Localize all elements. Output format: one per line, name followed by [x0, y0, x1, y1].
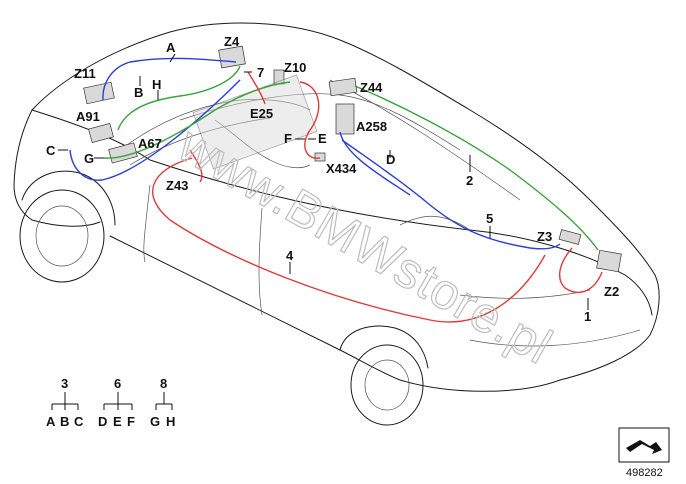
watermark-text: www.BMWstore.pl	[169, 116, 562, 375]
module-z4	[218, 45, 246, 69]
module-z3	[558, 229, 582, 245]
label-Z2: Z2	[604, 284, 619, 299]
rear-wheel-rim	[364, 359, 410, 411]
label-E25: E25	[250, 106, 273, 121]
front-bumper	[31, 219, 101, 227]
legend-letter: A	[46, 414, 56, 429]
dashboard-shape	[119, 99, 311, 151]
rear-window	[329, 79, 521, 201]
direction-arrow-icon	[626, 440, 662, 454]
label-1: 1	[584, 309, 591, 324]
legend-letter: D	[98, 414, 107, 429]
hood-outline	[13, 109, 33, 221]
label-5: 5	[486, 211, 493, 226]
leader-A	[169, 53, 176, 63]
reference-number: 498282	[626, 467, 663, 479]
legend-letter: E	[113, 414, 122, 429]
label-4: 4	[286, 248, 294, 263]
legend-number: 6	[114, 376, 121, 391]
wires	[69, 57, 603, 323]
label-G: G	[84, 151, 94, 166]
module-a91	[88, 122, 114, 144]
wire-G-green	[103, 81, 291, 159]
wire-2-green	[354, 85, 599, 251]
console	[214, 119, 311, 169]
label-Z43: Z43	[166, 178, 188, 193]
wire-C-blue	[69, 79, 241, 181]
legend: 3 A B C 6 D E F 8 G H	[46, 376, 175, 429]
module-z2	[596, 249, 622, 273]
legend-letter: B	[60, 414, 69, 429]
legend-group-8: 8 G H	[150, 376, 175, 429]
wire-F-red	[299, 81, 321, 159]
dashboard-lower	[129, 117, 271, 166]
label-2: 2	[466, 173, 473, 188]
wire-1-red	[558, 247, 603, 293]
legend-group-3: 3 A B C	[46, 376, 84, 429]
legend-letter: H	[166, 414, 175, 429]
wire-5-blue	[339, 131, 411, 196]
wire-H-green	[117, 65, 241, 131]
tail-light	[459, 289, 591, 299]
roof-outline	[31, 22, 656, 276]
rear-end	[559, 274, 660, 381]
legend-number: 8	[160, 376, 167, 391]
label-Z44: Z44	[360, 80, 383, 95]
label-A67: A67	[138, 136, 162, 151]
legend-letter: F	[127, 414, 135, 429]
module-a258	[335, 103, 355, 135]
rear-wheel-arch	[339, 325, 429, 369]
label-A91: A91	[76, 109, 100, 124]
label-B: B	[134, 85, 143, 100]
wire-A-blue	[102, 57, 237, 101]
wire-4-red	[152, 157, 546, 323]
label-Z10: Z10	[284, 60, 306, 75]
legend-group-6: 6 D E F	[98, 376, 135, 429]
belt-line	[149, 159, 471, 231]
rear-wheel	[350, 344, 424, 426]
label-7: 7	[257, 65, 264, 80]
legend-number: 3	[61, 376, 68, 391]
interior-floor	[179, 93, 461, 151]
dashboard-harness	[192, 74, 318, 170]
side-sill	[109, 235, 341, 351]
callouts: A Z4 Z11 B H 7 Z10 E25 Z44 A91 A258 F E …	[46, 34, 619, 324]
module-z44	[328, 77, 358, 97]
wire-E25-red	[247, 71, 266, 105]
rear-door-line	[258, 207, 263, 316]
label-H: H	[152, 77, 161, 92]
legend-letter: G	[150, 414, 160, 429]
label-D: D	[386, 152, 395, 167]
front-wheel-rim	[35, 205, 89, 267]
front-wheel	[19, 189, 105, 283]
legend-letter: C	[74, 414, 84, 429]
wire-D-blue	[341, 139, 561, 250]
module-x434	[314, 152, 326, 162]
front-wheel-arch	[21, 170, 116, 226]
label-A258: A258	[356, 119, 387, 134]
label-X434: X434	[326, 161, 357, 176]
label-F: F	[284, 131, 292, 146]
label-Z3: Z3	[537, 229, 552, 244]
reference-box: 498282	[618, 427, 670, 479]
label-E: E	[318, 131, 327, 146]
module-z11	[83, 81, 115, 105]
components	[83, 45, 622, 273]
c-pillar	[399, 216, 471, 231]
rear-bumper-line	[469, 329, 641, 347]
label-Z11: Z11	[74, 66, 96, 81]
label-C: C	[46, 143, 56, 158]
leader-lines	[58, 53, 589, 310]
front-door-line	[143, 184, 151, 263]
lower-body	[339, 349, 561, 392]
wire-Z43-red	[189, 149, 203, 183]
label-A: A	[166, 40, 176, 55]
label-Z4: Z4	[224, 34, 240, 49]
